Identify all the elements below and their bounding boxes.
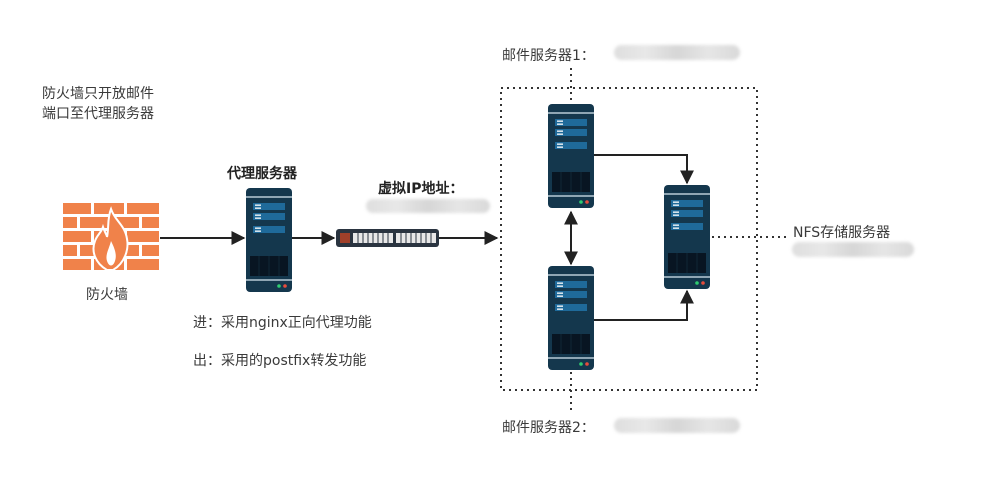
firewall-label: 防火墙 — [86, 287, 128, 303]
nfs-server-icon — [663, 184, 711, 290]
proxy-server-icon — [245, 187, 293, 293]
arrow-mail1-to-nfs — [594, 154, 694, 185]
mail-server-2-label: 邮件服务器2： — [502, 420, 595, 436]
virtual-ip-redacted — [366, 199, 490, 213]
mail-server-1-redacted — [614, 45, 740, 60]
firewall-icon — [63, 203, 159, 271]
mail-server-1-label: 邮件服务器1： — [502, 48, 595, 64]
firewall-note-line2: 端口至代理服务器 — [42, 106, 154, 122]
mail-server-2-redacted — [614, 418, 740, 433]
switch-icon — [336, 229, 439, 247]
firewall-note-line1: 防火墙只开放邮件 — [42, 86, 154, 102]
outbound-note: 出：采用的postfix转发功能 — [193, 353, 367, 369]
nfs-server-label: NFS存储服务器 — [793, 225, 891, 241]
mail-cluster-boundary — [500, 87, 758, 391]
arrow-mail2-to-nfs — [594, 289, 694, 321]
nfs-server-redacted — [792, 242, 914, 257]
virtual-ip-label: 虚拟IP地址： — [378, 181, 464, 197]
proxy-server-label: 代理服务器 — [227, 166, 297, 182]
mail-server-2-icon — [547, 265, 595, 371]
inbound-note: 进：采用nginx正向代理功能 — [193, 315, 372, 331]
mail-server-1-icon — [547, 103, 595, 209]
